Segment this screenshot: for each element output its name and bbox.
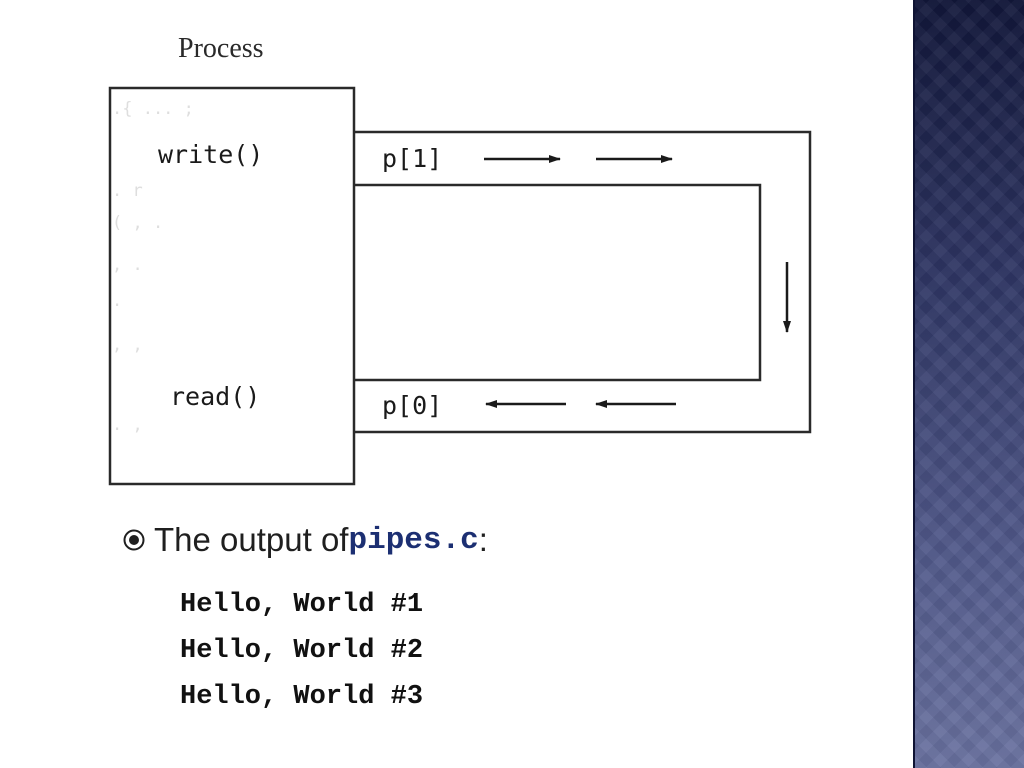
output-line: Hello, World #2 (180, 636, 424, 666)
svg-text:.{ ... ;: .{ ... ; (112, 99, 194, 119)
bullet-filename: pipes.c (348, 522, 479, 558)
svg-text:. ,: . , (112, 415, 143, 435)
scan-background-noise: .{ ... ; . r ( , . , . . , , . , (112, 99, 194, 435)
decorative-side-band (913, 0, 1024, 768)
read-end-label: p[0] (382, 391, 442, 420)
pipe-outer-wall (354, 130, 812, 434)
write-end-label: p[1] (382, 144, 442, 173)
pipe-diagram: Process .{ ... ; . r ( , . , . . , , . ,… (108, 33, 812, 486)
svg-text:( , .: ( , . (112, 213, 163, 233)
bullet-item: The output of pipes.c: (122, 518, 488, 562)
side-band-edge (913, 0, 915, 768)
svg-text:, .: , . (112, 255, 143, 275)
svg-text:. r: . r (112, 181, 143, 201)
process-label: Process (178, 33, 264, 64)
target-bullet-icon (123, 529, 145, 551)
output-line: Hello, World #1 (180, 590, 424, 620)
process-box (108, 86, 356, 486)
svg-text:, ,: , , (112, 335, 143, 355)
svg-text:.: . (112, 291, 122, 311)
write-call-label: write() (158, 140, 263, 169)
output-line: Hello, World #3 (180, 682, 424, 712)
pipe-inner-wall (354, 183, 762, 382)
program-output: Hello, World #1 Hello, World #2 Hello, W… (180, 586, 423, 724)
read-call-label: read() (170, 382, 260, 411)
bullet-text-prefix: The output of (154, 521, 349, 558)
bullet-text-suffix: : (478, 521, 488, 558)
